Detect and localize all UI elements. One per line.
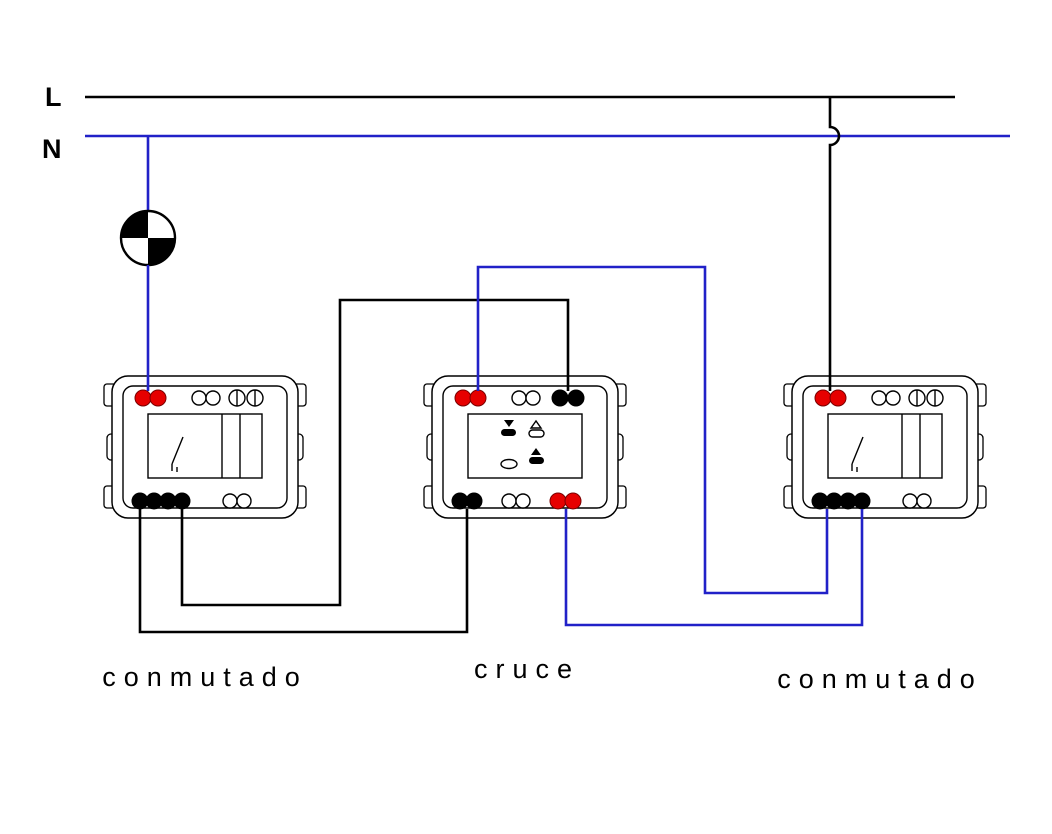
lamp-quadrant xyxy=(148,238,175,265)
lamp-indicator-icon xyxy=(119,136,177,267)
label-switch-right: conmutado xyxy=(777,664,983,694)
wire-traveller-black-high xyxy=(180,298,570,607)
wire-traveller-black-low xyxy=(138,509,469,634)
label-switch-left: conmutado xyxy=(102,662,308,692)
switch-conmutado-right xyxy=(783,375,987,519)
wire-traveller-blue-low xyxy=(564,509,864,627)
switch-cruce-middle xyxy=(423,375,627,519)
phase-line-label: L xyxy=(45,82,62,112)
switch-conmutado-left xyxy=(103,375,307,519)
wire-phase-to-switch-right xyxy=(828,97,841,391)
wire-traveller-blue-high xyxy=(476,265,829,595)
lamp-quadrant xyxy=(121,211,148,238)
label-switch-middle: cruce xyxy=(474,654,580,684)
neutral-line-label: N xyxy=(42,134,62,164)
